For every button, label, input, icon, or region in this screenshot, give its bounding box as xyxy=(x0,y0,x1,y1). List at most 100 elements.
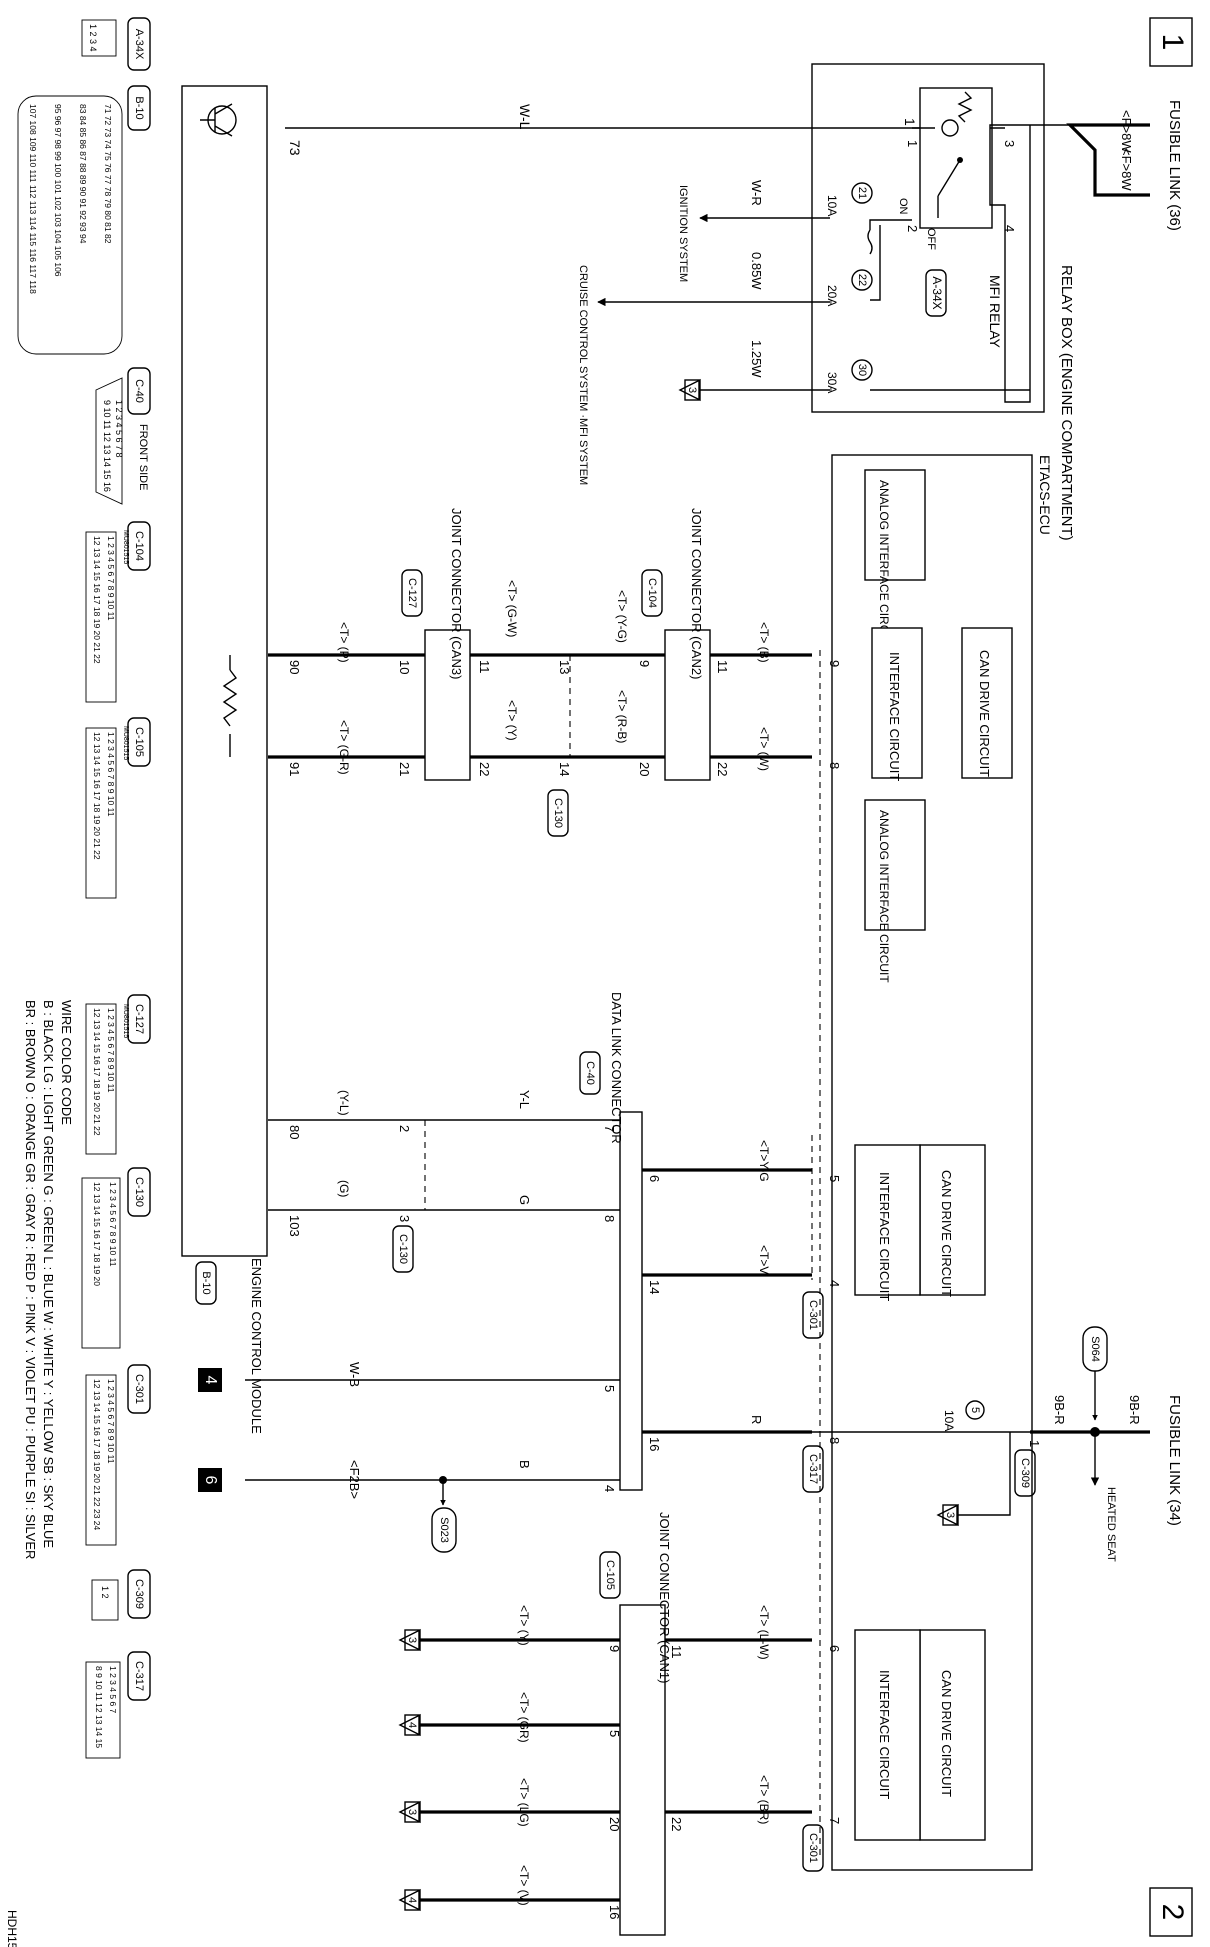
svg-text:9: 9 xyxy=(827,660,842,667)
svg-text:14: 14 xyxy=(557,762,572,776)
svg-text:5: 5 xyxy=(969,1407,981,1413)
relay-box-title: RELAY BOX (ENGINE COMPARTMENT) xyxy=(1058,265,1075,541)
svg-text:C-130: C-130 xyxy=(552,798,564,828)
svg-text:<T> (Y): <T> (Y) xyxy=(505,700,519,741)
svg-text:IGNITION SYSTEM: IGNITION SYSTEM xyxy=(677,185,689,282)
svg-text:20A: 20A xyxy=(825,285,839,306)
svg-text:C-130: C-130 xyxy=(397,1234,409,1264)
svg-text:<T> (P): <T> (P) xyxy=(337,622,351,663)
svg-text:ENGINE CONTROL MODULE: ENGINE CONTROL MODULE xyxy=(249,1258,264,1434)
svg-text:73: 73 xyxy=(287,140,303,156)
svg-text:11: 11 xyxy=(477,660,492,674)
svg-text:DATA LINK CONNECTOR: DATA LINK CONNECTOR xyxy=(609,992,624,1144)
svg-text:12 13 14 15 16 17 18 19 20 21: 12 13 14 15 16 17 18 19 20 21 22 23 24 xyxy=(92,1379,102,1531)
fuse-22: 22 20A xyxy=(825,225,881,306)
svg-text:7: 7 xyxy=(827,1817,842,1824)
svg-text:22: 22 xyxy=(715,762,730,776)
svg-text:A-34X: A-34X xyxy=(133,29,145,60)
svg-text:INTERFACE CIRCUIT: INTERFACE CIRCUIT xyxy=(887,652,902,781)
svg-text:FUSIBLE LINK (34): FUSIBLE LINK (34) xyxy=(1166,1395,1183,1526)
svg-text:11: 11 xyxy=(669,1645,684,1659)
svg-text:3: 3 xyxy=(406,1809,418,1815)
svg-text:C-104: C-104 xyxy=(646,578,658,608)
svg-text:22: 22 xyxy=(477,762,492,776)
svg-text:C-309: C-309 xyxy=(133,1579,145,1609)
svg-text:B-10: B-10 xyxy=(200,1271,212,1294)
svg-text:103: 103 xyxy=(287,1215,302,1237)
svg-text:ON: ON xyxy=(897,198,909,215)
svg-text:<T> (Y-G): <T> (Y-G) xyxy=(615,590,629,643)
svg-text:B : BLACK LG : LIGHT GREEN: B : BLACK LG : LIGHT GREEN G : GREEN L :… xyxy=(41,1000,56,1548)
svg-text:2: 2 xyxy=(397,1125,412,1132)
data-link-connector: DATA LINK CONNECTOR C-40 5 4 <T>Y-G <T>V… xyxy=(198,992,842,1553)
svg-text:C-301: C-301 xyxy=(807,1833,819,1863)
svg-text:1 2 3 4 5 6 7 8 9 10 11: 1 2 3 4 5 6 7 8 9 10 11 xyxy=(106,732,116,817)
svg-text:4: 4 xyxy=(602,1485,617,1492)
svg-text:1 2 3 4: 1 2 3 4 xyxy=(88,24,98,52)
svg-text:B-10: B-10 xyxy=(133,96,145,119)
svg-text:10: 10 xyxy=(397,660,412,674)
svg-text:1 2 3 4 5 6 7 8: 1 2 3 4 5 6 7 8 xyxy=(114,400,124,458)
svg-text:9B-R: 9B-R xyxy=(1052,1395,1067,1425)
svg-text:C-301: C-301 xyxy=(807,1300,819,1330)
svg-text:C-301: C-301 xyxy=(133,1374,145,1404)
c130-tag-lower: C-130 xyxy=(392,1225,414,1273)
svg-text:INTERFACE CIRCUIT: INTERFACE CIRCUIT xyxy=(877,1172,892,1301)
svg-text:ANALOG INTERFACE CIRCUIT: ANALOG INTERFACE CIRCUIT xyxy=(877,480,891,653)
svg-text:2: 2 xyxy=(1156,1904,1189,1921)
svg-text:<T> (Y): <T> (Y) xyxy=(517,1605,531,1646)
page-marker-top: 1 xyxy=(1149,17,1193,67)
mfi-relay-connector-tag: A-34X xyxy=(925,269,947,317)
fuse-30: 30 30A xyxy=(825,359,1030,393)
ground-6-badge xyxy=(198,1468,222,1492)
svg-text:3: 3 xyxy=(406,1637,418,1643)
svg-text:30: 30 xyxy=(856,364,868,376)
svg-text:3: 3 xyxy=(686,387,698,393)
mfi-relay-label: MFI RELAY xyxy=(987,275,1003,349)
fusible-link-36: FUSIBLE LINK (36) xyxy=(1166,100,1183,231)
svg-text:<T> (LG): <T> (LG) xyxy=(517,1778,531,1827)
svg-text:3: 3 xyxy=(1002,140,1017,147)
connector-legend: A-34X 1 2 3 4 B-10 71 72 73 74 75 76 77 … xyxy=(17,17,151,1759)
svg-text:A-34X: A-34X xyxy=(930,276,944,309)
svg-text:C-317: C-317 xyxy=(807,1454,819,1484)
svg-text:C-40: C-40 xyxy=(133,379,145,403)
svg-text:8 9 10 11 12 13 14 15: 8 9 10 11 12 13 14 15 xyxy=(94,1666,104,1748)
svg-text:21: 21 xyxy=(397,762,412,776)
engine-control-module: ENGINE CONTROL MODULE B-10 xyxy=(181,85,268,1434)
svg-text:22: 22 xyxy=(856,274,868,286)
svg-text:8: 8 xyxy=(602,1215,617,1222)
svg-text:<T> (BR): <T> (BR) xyxy=(757,1775,771,1824)
c317-tag: C-317 xyxy=(802,1445,824,1493)
svg-text:1: 1 xyxy=(905,140,920,147)
svg-text:9: 9 xyxy=(637,660,652,667)
svg-text:1: 1 xyxy=(1156,34,1189,51)
offpage-ref-c: 3 xyxy=(398,1628,421,1652)
c130-tag-upper: C-130 xyxy=(547,789,569,837)
svg-text:OFF: OFF xyxy=(925,228,937,250)
svg-text:90: 90 xyxy=(287,660,302,674)
svg-text:C-309: C-309 xyxy=(1019,1458,1031,1488)
svg-text:<T> (V): <T> (V) xyxy=(517,1865,531,1906)
svg-text:C-105: C-105 xyxy=(133,727,145,757)
joint-connector-can1: JOINT CONNECTOR (CAN1) C-105 6 7 <T> (L-… xyxy=(420,1512,842,1936)
offpage-ref-3a: 3 xyxy=(678,378,701,402)
svg-text:JOINT CONNECTOR (CAN2): JOINT CONNECTOR (CAN2) xyxy=(689,508,704,679)
svg-text:CAN DRIVE CIRCUIT: CAN DRIVE CIRCUIT xyxy=(977,650,992,777)
svg-text:12 13 14 15 16 17 18 19 20: 12 13 14 15 16 17 18 19 20 xyxy=(92,1182,102,1286)
svg-text:<T> (G-W): <T> (G-W) xyxy=(505,580,519,637)
etacs-ecu: ETACS-ECU ANALOG INTERFACE CIRCUIT CAN D… xyxy=(819,454,1053,1871)
svg-text:91: 91 xyxy=(287,762,302,776)
wire-label-w-l: W-L xyxy=(517,104,533,130)
svg-text:C-40: C-40 xyxy=(584,1061,596,1085)
svg-text:<F>8W: <F>8W xyxy=(1119,110,1134,153)
svg-text:C-127: C-127 xyxy=(406,578,418,608)
svg-text:107 108 109 110 111 112 113 11: 107 108 109 110 111 112 113 114 115 116 … xyxy=(28,104,38,294)
svg-text:9: 9 xyxy=(607,1645,622,1652)
page-marker-bottom: 2 xyxy=(1149,1887,1193,1937)
svg-text:JOINT CONNECTOR (CAN3): JOINT CONNECTOR (CAN3) xyxy=(449,508,464,679)
svg-text:1: 1 xyxy=(902,118,918,126)
svg-text:14: 14 xyxy=(647,1280,662,1294)
svg-text:(G): (G) xyxy=(337,1180,351,1197)
